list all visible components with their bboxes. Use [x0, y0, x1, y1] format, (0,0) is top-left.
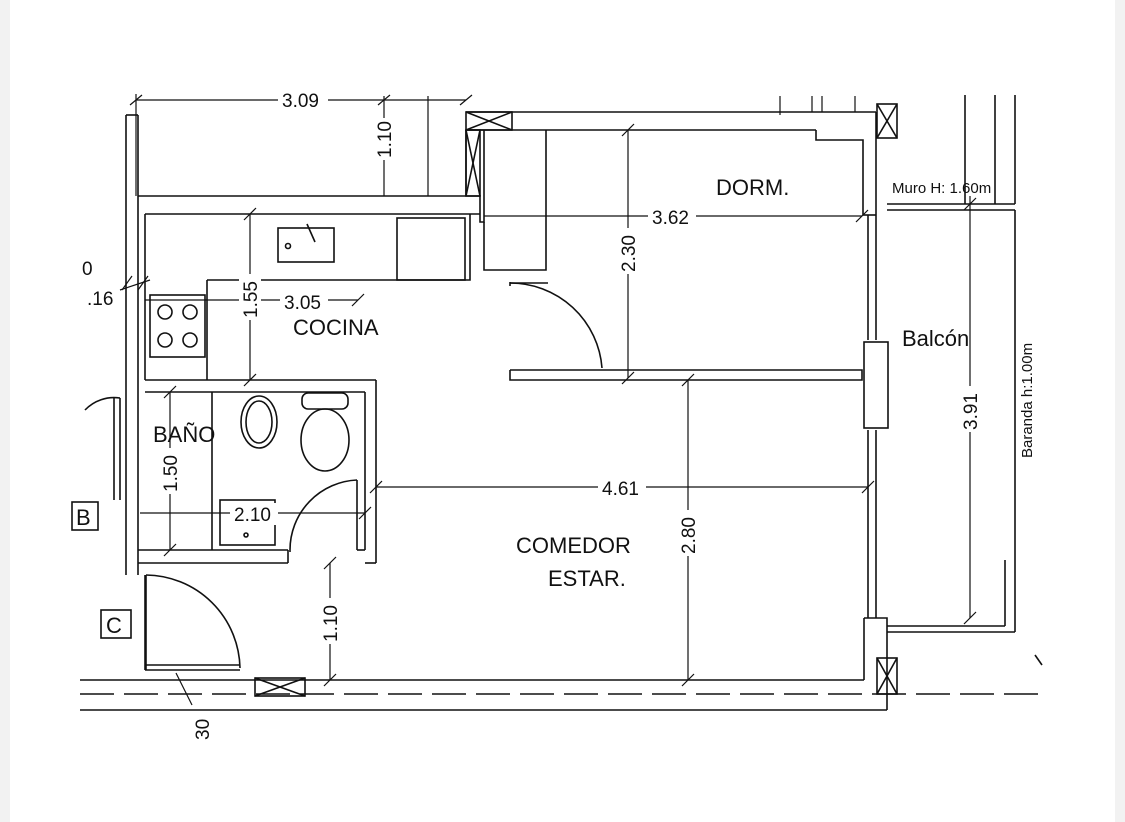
dim-closet-depth: 1.10 — [375, 121, 396, 158]
note-baranda: Baranda h:1.00m — [1019, 343, 1036, 458]
room-label-cocina: COCINA — [293, 315, 379, 340]
dim-balcony-depth: 3.91 — [961, 393, 982, 430]
dim-living-depth: 2.80 — [679, 517, 700, 554]
balcony — [863, 95, 1016, 633]
tag-box-b — [71, 501, 99, 531]
dim-entry-depth: 1.10 — [321, 605, 342, 642]
room-label-estar: ESTAR. — [548, 566, 626, 591]
note-muro: Muro H: 1.60m — [892, 180, 991, 197]
dim-edge-bottom: 30 — [193, 719, 214, 740]
exterior-walls — [80, 111, 888, 711]
dim-dorm-width: 3.62 — [652, 208, 689, 229]
dim-kitchen-width: 3.05 — [284, 293, 321, 314]
dim-bath-width: 2.10 — [234, 505, 271, 526]
dim-edge-left-a: 0 — [82, 259, 93, 280]
dimension-labels: 3.09 1.10 3.62 2.30 1.55 3.05 1.50 2.10 … — [82, 88, 982, 740]
drawing-sheet — [10, 0, 1115, 822]
dim-kitchen-depth: 1.55 — [241, 281, 262, 318]
fixtures — [149, 223, 350, 538]
dim-bath-depth: 1.50 — [161, 455, 182, 492]
doors — [84, 282, 603, 670]
tag-box-c — [100, 609, 132, 639]
dimension-lines — [119, 94, 977, 706]
tag-label-c: C — [106, 613, 122, 638]
room-label-comedor: COMEDOR — [516, 533, 631, 558]
dim-edge-left-b: .16 — [87, 289, 113, 310]
room-label-bano: BAÑO — [153, 422, 215, 447]
column-markers — [254, 103, 898, 697]
tag-label-b: B — [76, 505, 91, 530]
room-label-dorm: DORM. — [716, 175, 789, 200]
room-label-balcon: Balcón — [902, 326, 969, 351]
interior-walls — [138, 130, 863, 671]
dim-living-width: 4.61 — [602, 479, 639, 500]
dim-dorm-depth: 2.30 — [619, 235, 640, 272]
axis-edge-top — [1034, 654, 1043, 666]
dim-top-width: 3.09 — [282, 91, 319, 112]
